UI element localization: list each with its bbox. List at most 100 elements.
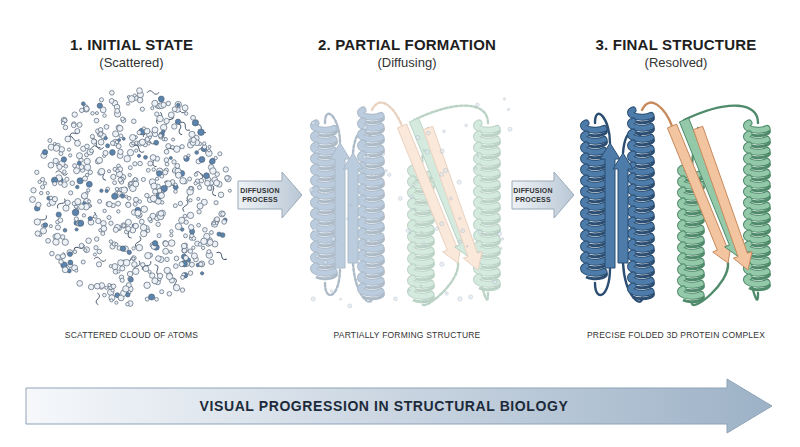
- helix-edge: [631, 121, 651, 128]
- banner-arrow-body: [26, 379, 772, 433]
- atom-dot: [86, 238, 92, 244]
- helix-edge: [747, 222, 767, 229]
- residual-atom: [440, 222, 444, 226]
- atom-dot: [148, 136, 151, 139]
- squiggle: [147, 90, 159, 95]
- atom-dot: [96, 157, 102, 163]
- helix-ribbon: [477, 200, 497, 207]
- helix-ribbon: [361, 176, 381, 183]
- helix-edge: [681, 289, 701, 296]
- atom-dot: [83, 176, 88, 181]
- helix-ribbon: [314, 200, 334, 207]
- atom-dot: [133, 181, 139, 187]
- helix-ribbon: [314, 189, 334, 196]
- arrow-label: DIFFUSION PROCESS: [509, 181, 557, 209]
- residual-atom: [477, 155, 479, 157]
- atom-dot: [59, 260, 64, 265]
- process-arrow: [238, 172, 302, 218]
- beta-strand: [343, 153, 363, 263]
- helix-ribbon: [477, 134, 497, 141]
- atom-dot: [127, 196, 131, 200]
- atom-dot: [210, 168, 216, 174]
- atom-dot: [79, 108, 83, 112]
- beta-strand: [423, 126, 482, 270]
- atom-dot: [65, 177, 69, 181]
- atom-dot: [197, 197, 200, 200]
- atom-dot: [158, 211, 163, 216]
- atom-dot: [132, 257, 135, 260]
- atom-dot: [94, 283, 100, 289]
- helix-ribbon: [584, 211, 604, 218]
- atom-dot: [203, 142, 206, 145]
- atom-dot: [46, 238, 51, 243]
- atom-dot: [107, 215, 111, 219]
- residual-atom: [474, 167, 477, 170]
- atom-dot: [215, 217, 220, 222]
- helix-ribbon: [477, 123, 497, 130]
- helix-edge: [681, 245, 701, 252]
- atom-dot: [197, 185, 201, 189]
- atom-dot: [91, 112, 95, 116]
- helix-edge: [314, 211, 334, 218]
- atom-dot: [188, 225, 193, 230]
- atom-dot: [67, 250, 73, 256]
- residual-atom: [461, 229, 465, 233]
- atom-dot: [189, 199, 192, 202]
- atom-dot: [207, 186, 212, 191]
- helix-edge: [584, 200, 604, 207]
- helix-edge: [747, 178, 767, 185]
- beta-strand: [693, 126, 752, 270]
- atom-dot: [152, 241, 157, 246]
- atom-dot: [109, 99, 114, 104]
- atom-dot: [207, 250, 211, 254]
- atom-dot: [81, 260, 85, 264]
- progression-banner: VISUAL PROGRESSION IN STRUCTURAL BIOLOGY: [25, 378, 773, 434]
- helix-edge: [747, 123, 767, 130]
- residual-atom: [367, 239, 371, 243]
- atom-dot: [192, 246, 195, 249]
- helix-ribbon: [411, 234, 431, 241]
- atom-dot: [40, 228, 46, 234]
- helix-edge: [314, 266, 334, 273]
- atom-dot: [63, 205, 69, 211]
- residual-atom: [363, 126, 367, 130]
- helix-edge: [584, 134, 604, 141]
- residual-atom: [406, 229, 410, 233]
- atom-dot: [164, 158, 169, 163]
- helix-edge: [361, 143, 381, 150]
- atom-dot: [30, 197, 36, 203]
- residual-atom: [420, 285, 422, 287]
- atom-dot: [63, 228, 67, 232]
- atom-dot: [136, 244, 143, 251]
- atom-dot: [127, 250, 131, 254]
- atom-dot: [181, 275, 185, 279]
- helix-edge: [631, 154, 651, 161]
- helix-edge: [747, 156, 767, 163]
- atom-dot: [99, 98, 103, 102]
- atom-dot: [85, 144, 90, 149]
- atom-dot: [110, 299, 113, 302]
- helix-ribbon: [584, 244, 604, 251]
- atom-dot: [146, 229, 150, 233]
- squiggle: [141, 260, 152, 271]
- helix-ribbon: [361, 154, 381, 161]
- atom-dot: [214, 201, 218, 205]
- atom-dot: [56, 212, 61, 217]
- atom-dot: [199, 261, 205, 267]
- helix-ribbon: [411, 212, 431, 219]
- process-arrow: [512, 172, 574, 218]
- helix-ribbon: [584, 255, 604, 262]
- atom-dot: [161, 102, 166, 107]
- atom-dot: [75, 269, 78, 272]
- helix-edge: [477, 244, 497, 251]
- atom-dot: [197, 210, 201, 214]
- atom-dot: [204, 173, 210, 179]
- helix-edge: [747, 145, 767, 152]
- atom-dot: [111, 284, 116, 289]
- residual-atom: [324, 192, 327, 195]
- helix-ribbon: [477, 244, 497, 251]
- atom-dot: [221, 212, 225, 216]
- atom-dot: [150, 273, 155, 278]
- atom-dot: [167, 292, 172, 297]
- atom-dot: [175, 163, 180, 168]
